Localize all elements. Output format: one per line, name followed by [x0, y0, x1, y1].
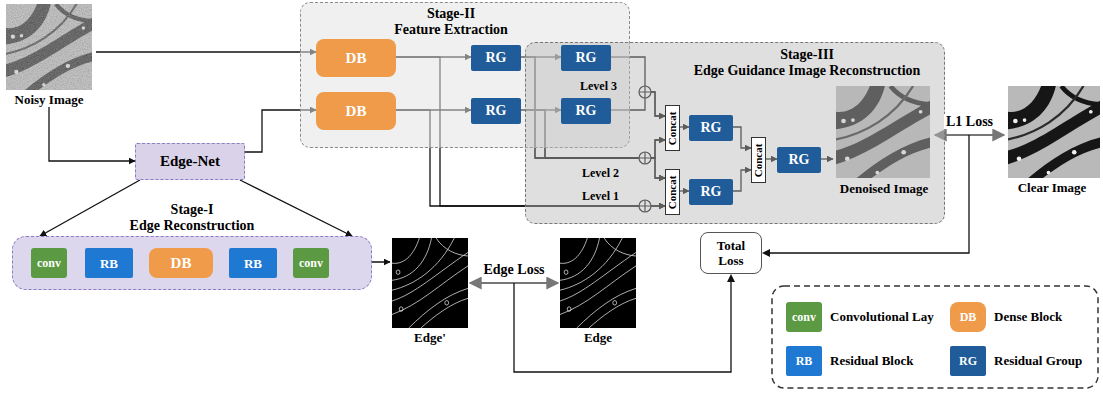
legend-swatch: RB: [786, 346, 822, 376]
node-text: Concat: [666, 111, 679, 145]
total-loss-box: Total Loss: [700, 232, 762, 274]
connector: [96, 51, 316, 52]
legend-swatch: RG: [950, 346, 986, 376]
node-text: DB: [346, 50, 367, 67]
residual-group: RG: [689, 179, 733, 205]
image-figure: Denoised Image: [833, 87, 935, 196]
legend-text: Residual Group: [994, 353, 1082, 369]
connector: [40, 180, 140, 236]
node-text: Edge Reconstruction: [13, 218, 371, 234]
dense-block: DB: [316, 39, 396, 77]
residual-block: RB: [85, 248, 133, 278]
edge-label: L1 Loss: [944, 114, 995, 129]
legend-text: Convolutional Lay: [830, 309, 934, 325]
node-text: RG: [701, 120, 722, 136]
legend-text-holder: Convolutional Lay: [830, 302, 934, 332]
image-figure: Clear Image: [1004, 86, 1100, 195]
node-text: Total Loss: [701, 238, 761, 268]
image-figure: Edge: [558, 238, 638, 345]
residual-group: RG: [561, 45, 611, 71]
edge-net-box: Edge-Net: [135, 143, 245, 180]
clear-picture: [1008, 86, 1100, 178]
connector: [240, 180, 352, 236]
edge-label-holder: L1 Loss: [944, 112, 995, 130]
image-figure: Noisy Image: [2, 4, 96, 107]
node-text: Stage-II: [341, 6, 561, 22]
residual-block: RB: [229, 248, 277, 278]
concat-block: Concat: [665, 105, 680, 151]
level-label: Level 2: [582, 166, 619, 180]
node-text: RB: [244, 256, 262, 271]
legend-frame: [772, 286, 1098, 388]
dense-block: DB: [149, 248, 213, 278]
level-label: Level 3: [580, 79, 617, 93]
node-text: RG: [576, 103, 597, 119]
legend-swatch: conv: [786, 302, 822, 332]
legend-text-holder: Dense Block: [994, 302, 1062, 332]
loss-tap-wire: [514, 281, 731, 372]
node-text: DB: [346, 103, 367, 120]
legend-text: Residual Block: [830, 353, 913, 369]
swatch-label: DB: [960, 310, 977, 325]
label-holder: Level 2: [582, 163, 619, 181]
dense-block: DB: [316, 92, 396, 130]
noisy-picture: [6, 4, 92, 90]
node-text: conv: [37, 256, 61, 270]
arrowhead: [762, 249, 770, 257]
node-text: Stage-I: [13, 202, 371, 218]
legend-swatch: DB: [950, 302, 986, 332]
node-text: RG: [789, 152, 810, 168]
noise-overlay: [6, 4, 92, 90]
residual-group: RG: [561, 98, 611, 124]
node-text: RG: [701, 184, 722, 200]
node-text: Noisy Image: [2, 92, 96, 107]
node-text: Denoised Image: [833, 181, 935, 196]
swatch-label: conv: [792, 310, 816, 325]
level-label: Level 1: [582, 189, 619, 203]
node-text: RG: [486, 50, 507, 66]
conv-layer: conv: [293, 248, 329, 278]
node-text: Concat: [752, 143, 765, 177]
swatch-label: RG: [959, 354, 977, 369]
node-text: Feature Extraction: [341, 22, 561, 38]
residual-group: RG: [471, 98, 521, 124]
legend-text-holder: Residual Block: [830, 346, 913, 376]
node-text: RG: [486, 103, 507, 119]
node-text: Edge: [558, 330, 638, 345]
edge-map-picture: [560, 238, 636, 328]
image-figure: Edge': [390, 238, 470, 345]
residual-group: RG: [471, 45, 521, 71]
arrowhead: [727, 274, 735, 282]
label-holder: Level 3: [580, 76, 617, 94]
concat-block: Concat: [665, 169, 680, 215]
legend-text-holder: Residual Group: [994, 346, 1082, 376]
edge-map-picture: [392, 238, 468, 328]
concat-block: Concat: [751, 137, 766, 183]
node-text: Clear Image: [1004, 180, 1100, 195]
node-text: Edge': [390, 330, 470, 345]
legend-text: Dense Block: [994, 309, 1062, 325]
node-text: RG: [576, 50, 597, 66]
node-text: Stage-III: [676, 47, 938, 63]
conv-layer: conv: [31, 248, 67, 278]
edge-label: Edge Loss: [481, 262, 546, 277]
connector: [49, 107, 135, 161]
node-text: Edge-Net: [160, 153, 220, 170]
node-text: conv: [299, 256, 323, 270]
residual-group: RG: [689, 115, 733, 141]
residual-group: RG: [777, 147, 821, 173]
label-holder: Level 1: [582, 186, 619, 204]
node-text: RB: [100, 256, 118, 271]
swatch-label: RB: [796, 354, 813, 369]
node-text: DB: [171, 255, 192, 272]
stage-panel: Stage-IEdge ReconstructionconvRBDBRBconv: [12, 236, 372, 290]
node-text: Concat: [666, 175, 679, 209]
edge-label-holder: Edge Loss: [481, 260, 546, 278]
node-text: Edge Guidance Image Reconstruction: [676, 63, 938, 79]
